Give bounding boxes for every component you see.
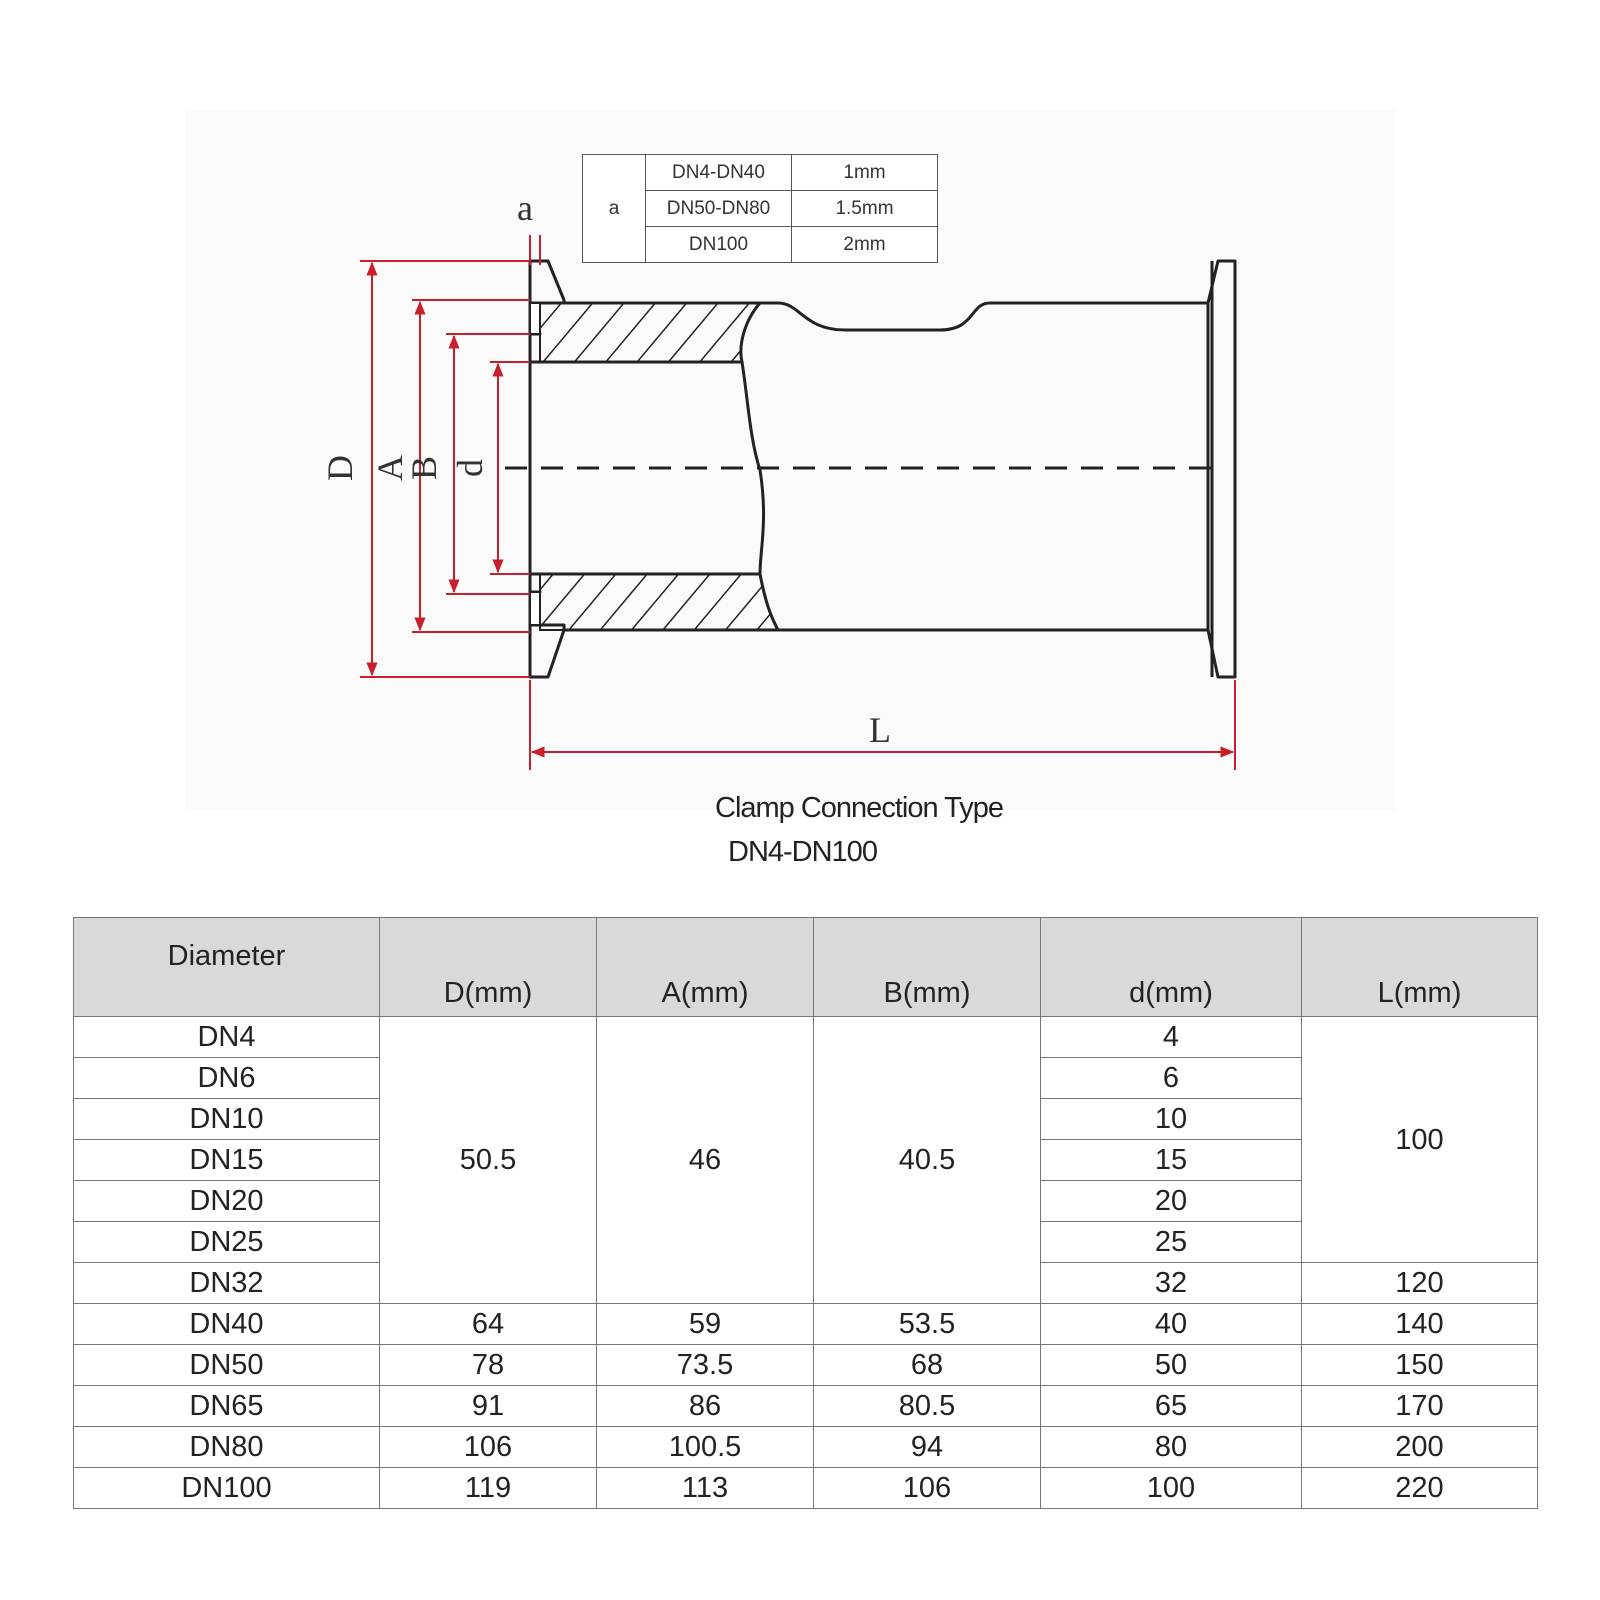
label-A: A <box>370 455 410 481</box>
header-diameter: Diameter <box>73 917 380 1017</box>
cell-dn: DN65 <box>73 1385 380 1427</box>
cell-L: 150 <box>1301 1344 1538 1386</box>
cell-dn: DN6 <box>73 1057 380 1099</box>
bottom-hatch-section <box>539 573 780 631</box>
cell-D: 119 <box>379 1467 597 1509</box>
table-row: DN10 10 <box>73 1098 1538 1140</box>
spec-header-row: Diameter D(mm) A(mm) B(mm) d(mm) L(mm) <box>73 917 1538 1017</box>
thickness-range: DN50-DN80 <box>645 190 792 227</box>
cell-dn: DN50 <box>73 1344 380 1386</box>
thickness-value: 1.5mm <box>791 190 938 227</box>
cell-A: 59 <box>596 1303 814 1345</box>
cell-d: 4 <box>1040 1016 1302 1058</box>
cell-D: 64 <box>379 1303 597 1345</box>
label-a: a <box>517 188 533 228</box>
cell-A-merged: 46 <box>596 1016 814 1304</box>
cell-A: 100.5 <box>596 1426 814 1468</box>
cell-dn: DN25 <box>73 1221 380 1263</box>
caption-title: Clamp Connection Type <box>715 792 1004 824</box>
cell-D: 91 <box>379 1385 597 1427</box>
table-row: DN4 50.5 46 40.5 4 100 <box>73 1016 1538 1304</box>
table-row: DN50 78 73.5 68 50 150 <box>73 1344 1538 1386</box>
ferrule-diagram: a D A B d L <box>320 188 1237 770</box>
header-L: L(mm) <box>1301 917 1538 1017</box>
cell-B-merged: 40.5 <box>813 1016 1041 1304</box>
thickness-range: DN4-DN40 <box>645 154 792 191</box>
caption-range: DN4-DN100 <box>728 836 878 868</box>
cell-B: 68 <box>813 1344 1041 1386</box>
cell-dn: DN4 <box>73 1016 380 1058</box>
cell-D: 106 <box>379 1426 597 1468</box>
cell-dn: DN32 <box>73 1262 380 1304</box>
table-row: DN40 64 59 53.5 40 140 <box>73 1303 1538 1345</box>
cell-L: 220 <box>1301 1467 1538 1509</box>
thickness-row: DN100 2mm <box>583 226 938 263</box>
top-hatch-section <box>539 302 763 363</box>
cell-d: 100 <box>1040 1467 1302 1509</box>
cell-dn: DN80 <box>73 1426 380 1468</box>
cell-B: 94 <box>813 1426 1041 1468</box>
cell-d: 6 <box>1040 1057 1302 1099</box>
spec-table: Diameter D(mm) A(mm) B(mm) d(mm) L(mm) D… <box>73 917 1538 1509</box>
thickness-range: DN100 <box>645 226 792 263</box>
thickness-value: 1mm <box>791 154 938 191</box>
cell-dn: DN20 <box>73 1180 380 1222</box>
thickness-table: a DN4-DN40 1mm DN50-DN80 1.5mm DN100 2mm <box>582 154 938 263</box>
label-D: D <box>320 455 360 481</box>
cell-dn: DN10 <box>73 1098 380 1140</box>
table-row: DN15 15 <box>73 1139 1538 1181</box>
cell-A: 86 <box>596 1385 814 1427</box>
right-flange <box>1206 259 1237 679</box>
cell-d: 80 <box>1040 1426 1302 1468</box>
cell-d: 15 <box>1040 1139 1302 1181</box>
thickness-row: a DN4-DN40 1mm <box>582 154 938 263</box>
thickness-param: a <box>582 154 646 263</box>
cell-L: 200 <box>1301 1426 1538 1468</box>
header-B: B(mm) <box>813 917 1041 1017</box>
cell-D-merged: 50.5 <box>379 1016 597 1304</box>
table-row: DN32 32 120 <box>73 1262 1538 1304</box>
header-d: d(mm) <box>1040 917 1302 1017</box>
dimension-labels: a D A B d L <box>320 188 891 750</box>
cell-L: 140 <box>1301 1303 1538 1345</box>
header-D: D(mm) <box>379 917 597 1017</box>
label-B: B <box>404 456 444 480</box>
cell-dn: DN40 <box>73 1303 380 1345</box>
cell-d: 50 <box>1040 1344 1302 1386</box>
cell-d: 20 <box>1040 1180 1302 1222</box>
cell-dn: DN15 <box>73 1139 380 1181</box>
cell-d: 40 <box>1040 1303 1302 1345</box>
table-row: DN100 119 113 106 100 220 <box>73 1467 1538 1509</box>
thickness-value: 2mm <box>791 226 938 263</box>
table-row: DN25 25 <box>73 1221 1538 1263</box>
cell-d: 25 <box>1040 1221 1302 1263</box>
header-A: A(mm) <box>596 917 814 1017</box>
cell-D: 78 <box>379 1344 597 1386</box>
cell-L: 170 <box>1301 1385 1538 1427</box>
cell-A: 113 <box>596 1467 814 1509</box>
label-d: d <box>450 459 490 477</box>
cell-L-merged: 100 <box>1301 1016 1538 1263</box>
cell-dn: DN100 <box>73 1467 380 1509</box>
cell-A: 73.5 <box>596 1344 814 1386</box>
outer-top-contour <box>564 301 1208 332</box>
thickness-row: DN50-DN80 1.5mm <box>583 190 938 227</box>
dimension-lines <box>360 235 1236 770</box>
cell-d: 65 <box>1040 1385 1302 1427</box>
table-row: DN80 106 100.5 94 80 200 <box>73 1426 1538 1468</box>
cell-d: 32 <box>1040 1262 1302 1304</box>
table-row: DN6 6 <box>73 1057 1538 1099</box>
cell-B: 106 <box>813 1467 1041 1509</box>
table-row: DN20 20 <box>73 1180 1538 1222</box>
cell-d: 10 <box>1040 1098 1302 1140</box>
table-row: DN65 91 86 80.5 65 170 <box>73 1385 1538 1427</box>
cell-B: 80.5 <box>813 1385 1041 1427</box>
label-L: L <box>869 710 891 750</box>
cell-B: 53.5 <box>813 1303 1041 1345</box>
cell-L: 120 <box>1301 1262 1538 1304</box>
